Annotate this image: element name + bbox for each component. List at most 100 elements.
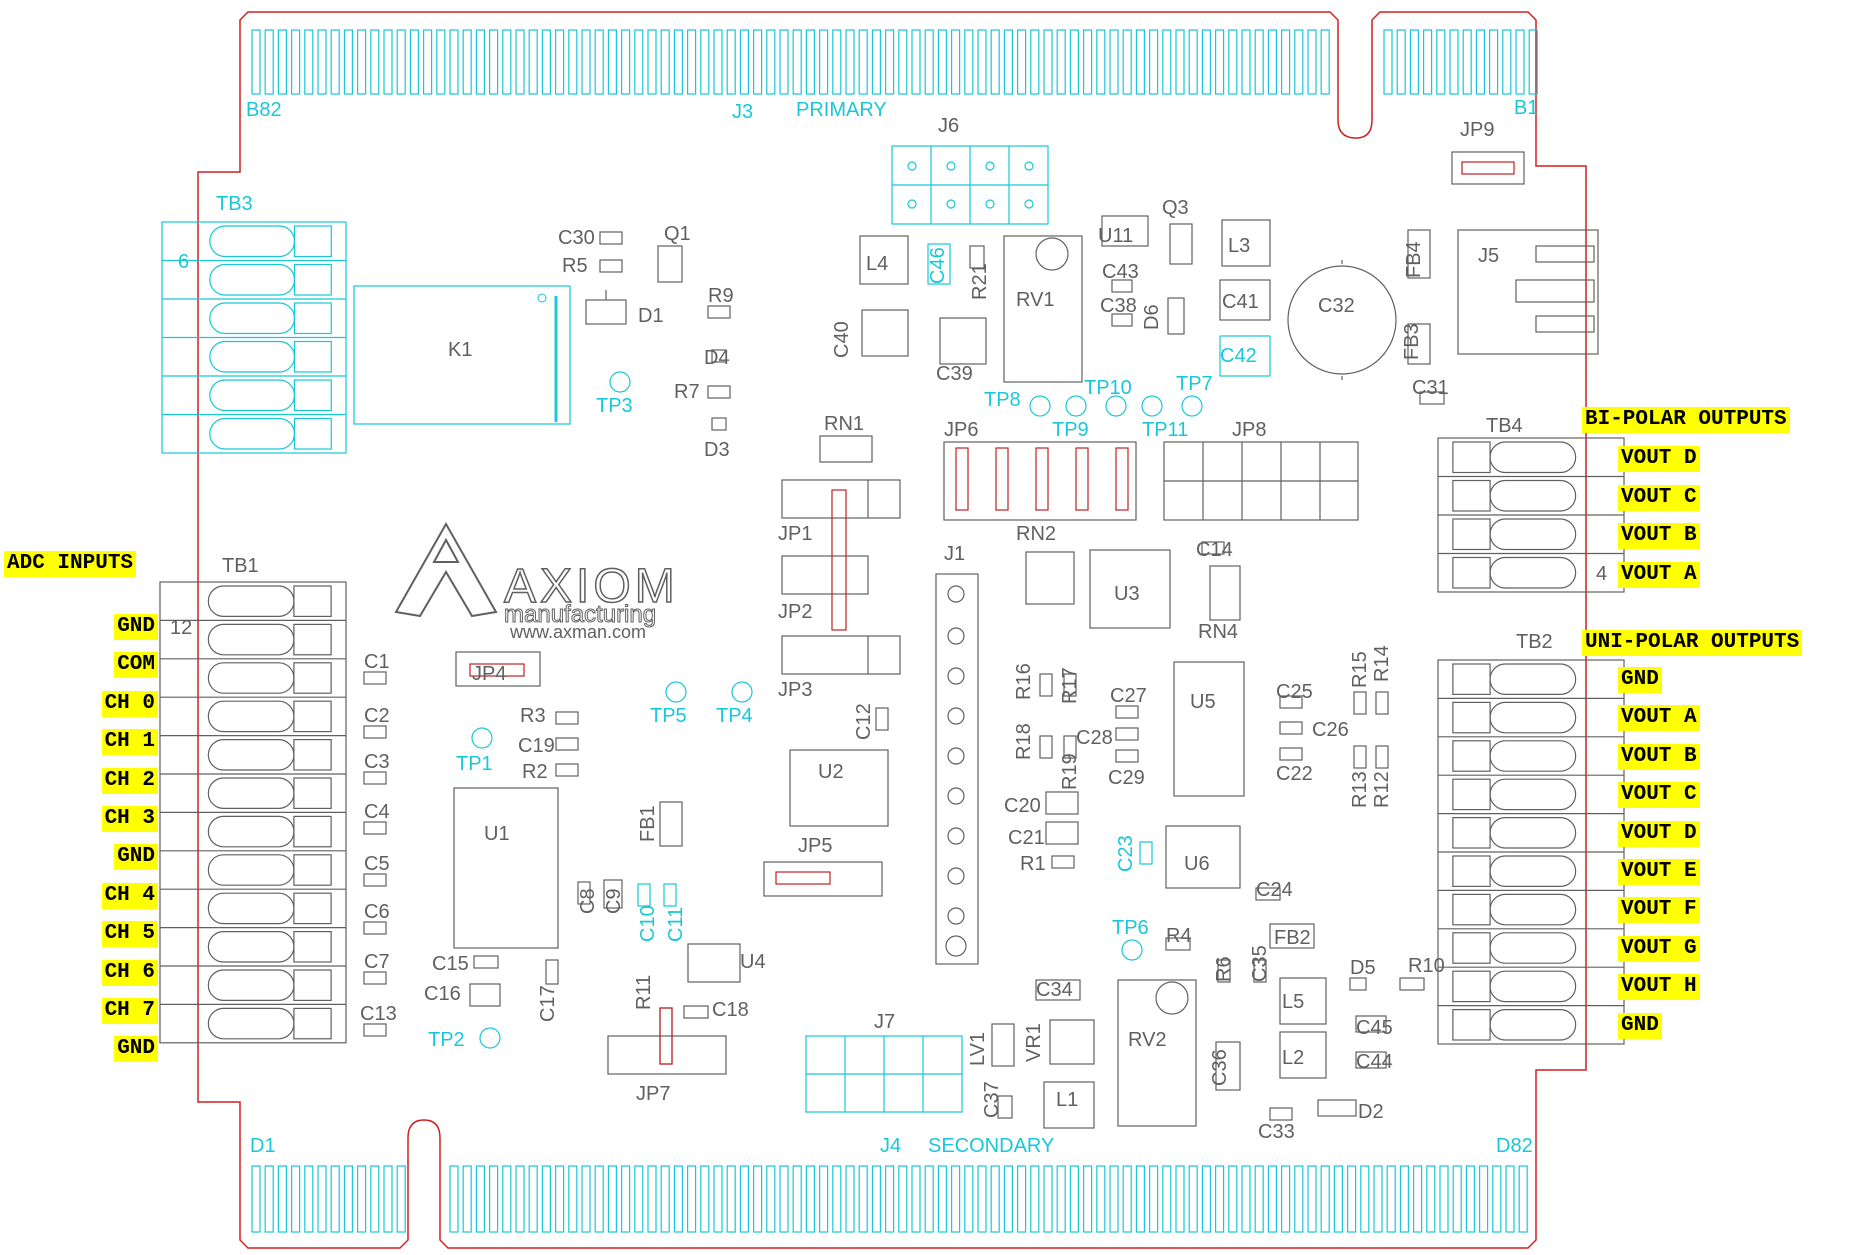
ref-tp7: TP7 (1176, 373, 1213, 395)
ref-r17: R17 (1059, 667, 1081, 704)
bipolar-outputs-heading: BI-POLAR OUTPUTS (1582, 407, 1790, 433)
adc-pin-label: CH 7 (101, 998, 158, 1024)
ref-c39: C39 (936, 363, 973, 385)
bipolar-pin-label: VOUT B (1618, 523, 1700, 549)
axiom-logo-url: www.axman.com (509, 622, 646, 642)
label-d82: D82 (1496, 1135, 1533, 1157)
adc-pin-label: CH 3 (101, 806, 158, 832)
ref-c30: C30 (558, 227, 595, 249)
unipolar-pin-label: GND (1618, 1012, 1662, 1039)
ref-r21: R21 (969, 263, 991, 300)
unipolar-pin-label: VOUT H (1618, 974, 1700, 1001)
ref-r13: R13 (1349, 771, 1371, 808)
ref-jp5: JP5 (798, 835, 832, 857)
k1-relay (353, 285, 571, 425)
axiom-logo: AXIOM manufacturing www.axman.com (394, 521, 679, 642)
silkscreen-parts (363, 145, 1599, 1129)
ref-r18: R18 (1013, 723, 1035, 760)
label-tb4-pin4: 4 (1596, 563, 1607, 585)
ref-c17: C17 (537, 985, 559, 1022)
ref-r9: R9 (708, 285, 734, 307)
ref-l4: L4 (866, 253, 888, 275)
ref-l1: L1 (1056, 1089, 1078, 1111)
ref-c20: C20 (1004, 795, 1041, 817)
ref-d6: D6 (1141, 304, 1163, 330)
ref-tp5: TP5 (650, 705, 687, 727)
ref-c23: C23 (1115, 835, 1137, 872)
ref-l3: L3 (1228, 235, 1250, 257)
ref-d3: D3 (704, 439, 730, 461)
axiom-logo-brand: AXIOM (504, 560, 679, 613)
label-tb1: TB1 (222, 555, 259, 577)
ref-c18: C18 (712, 999, 749, 1021)
ref-q3: Q3 (1162, 197, 1189, 219)
ref-u4: U4 (740, 951, 766, 973)
ref-c46: C46 (927, 247, 949, 284)
label-tb1-pin12: 12 (170, 617, 192, 639)
ref-l2: L2 (1282, 1047, 1304, 1069)
adc-pin-label: CH 2 (101, 767, 158, 794)
ref-c37: C37 (981, 1081, 1003, 1118)
tb2-terminal-block (1437, 659, 1625, 1045)
ref-r14: R14 (1371, 645, 1393, 682)
ref-c28: C28 (1076, 727, 1113, 749)
label-secondary: SECONDARY (928, 1135, 1054, 1157)
ref-c38: C38 (1100, 295, 1137, 317)
ref-r12: R12 (1371, 771, 1393, 808)
ref-c44: C44 (1356, 1051, 1393, 1073)
ref-c33: C33 (1258, 1121, 1295, 1143)
ref-c12: C12 (853, 703, 875, 740)
ref-c9: C9 (603, 888, 625, 914)
ref-vr1: VR1 (1023, 1023, 1045, 1062)
unipolar-pin-label: VOUT F (1618, 897, 1700, 924)
ref-c5: C5 (364, 853, 390, 875)
adc-pin-label: CH 5 (101, 921, 158, 948)
ref-c13: C13 (360, 1003, 397, 1025)
unipolar-pin-label: VOUT A (1618, 705, 1700, 732)
unipolar-pin-label: VOUT G (1618, 935, 1700, 962)
adc-inputs-heading: ADC INPUTS (4, 551, 137, 577)
adc-pin-label: CH 1 (101, 729, 158, 756)
ref-c40: C40 (831, 321, 853, 358)
bipolar-pin-label: VOUT A (1618, 561, 1700, 588)
board-outline (197, 11, 1587, 1249)
ref-jp6: JP6 (944, 419, 978, 441)
ref-jp7: JP7 (636, 1083, 670, 1105)
ref-u3: U3 (1114, 583, 1140, 605)
ref-rn2: RN2 (1016, 523, 1056, 545)
ref-c11: C11 (665, 907, 687, 942)
ref-tp6: TP6 (1112, 917, 1149, 939)
ref-c34: C34 (1036, 979, 1073, 1001)
ref-u11: U11 (1098, 225, 1133, 247)
ref-c1: C1 (364, 651, 390, 673)
ref-c14: C14 (1196, 539, 1233, 561)
ref-k1: K1 (448, 339, 472, 361)
ref-c26: C26 (1312, 719, 1349, 741)
bipolar-pin-label: VOUT C (1618, 484, 1700, 511)
axiom-logo-sub: manufacturing (504, 601, 656, 628)
label-tb3-pin6: 6 (178, 251, 189, 273)
ref-c31: C31 (1412, 377, 1449, 399)
ref-u5: U5 (1190, 691, 1216, 713)
label-b1: B1 (1514, 97, 1538, 119)
ref-r5: R5 (562, 255, 588, 277)
j3-edge-fingers (251, 29, 1538, 95)
ref-r1: R1 (1020, 853, 1046, 875)
ref-l5: L5 (1282, 991, 1304, 1013)
ref-r4: R4 (1166, 925, 1192, 947)
ref-jp4: JP4 (472, 663, 506, 685)
ref-r11: R11 (633, 975, 655, 1010)
adc-pin-label: CH 4 (101, 882, 158, 909)
ref-r7: R7 (674, 381, 700, 403)
ref-tp1: TP1 (456, 753, 493, 775)
unipolar-pin-label: GND (1618, 667, 1662, 693)
ref-c27: C27 (1110, 685, 1147, 707)
adc-pin-label: GND (114, 1036, 158, 1063)
ref-d1: D1 (638, 305, 664, 327)
ref-c7: C7 (364, 951, 390, 973)
ref-fb4: FB4 (1403, 241, 1425, 278)
ref-c41: C41 (1222, 291, 1259, 313)
